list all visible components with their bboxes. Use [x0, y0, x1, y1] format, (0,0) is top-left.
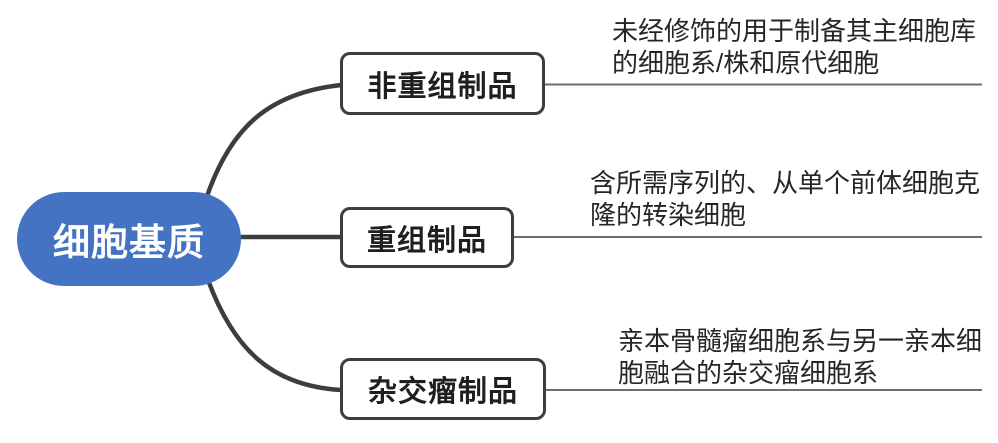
branch-node-label: 非重组制品	[367, 70, 518, 103]
root-node-label: 细胞基质	[53, 222, 205, 263]
branch-description-hybridoma[interactable]: 亲本骨髓瘤细胞系与另一亲本细 胞融合的杂交瘤细胞系	[618, 326, 983, 388]
branch-description-recombinant[interactable]: 含所需序列的、从单个前体细胞克 隆的转染细胞	[590, 168, 981, 230]
branch-description-non-recombinant[interactable]: 未经修饰的用于制备其主细胞库 的细胞系/株和原代细胞	[612, 16, 977, 78]
branch-node-label: 杂交瘤制品	[367, 376, 518, 408]
branch-node-non-recombinant[interactable]: 非重组制品	[340, 52, 545, 115]
branch-node-hybridoma[interactable]: 杂交瘤制品	[340, 358, 546, 420]
branch-curve-bottom	[205, 277, 344, 393]
branch-node-label: 重组制品	[366, 224, 487, 257]
branch-curve-top	[203, 82, 344, 202]
branch-node-recombinant[interactable]: 重组制品	[340, 207, 514, 268]
root-node-cell-substrate[interactable]: 细胞基质	[17, 192, 241, 286]
